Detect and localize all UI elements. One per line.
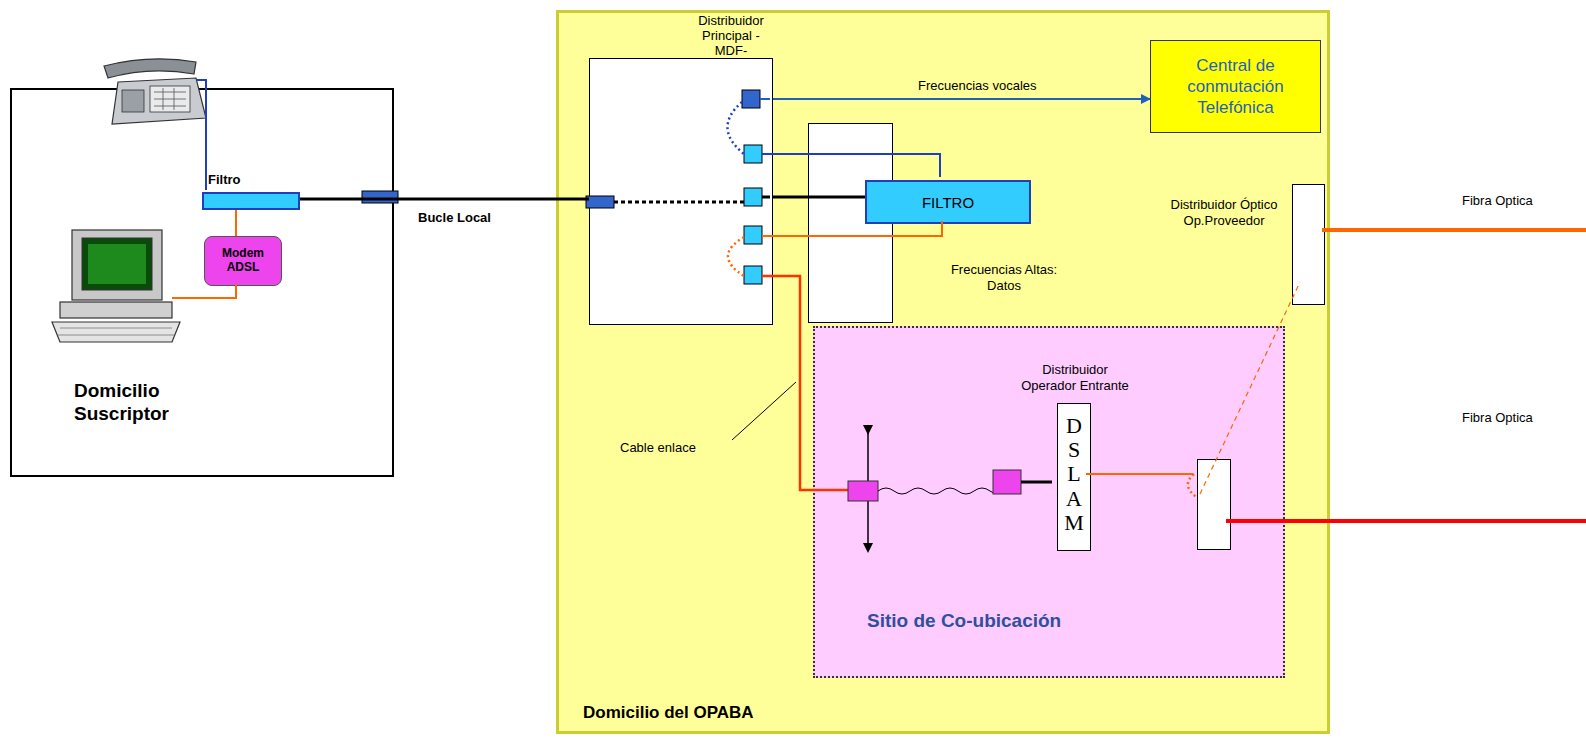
node-label: Modem ADSL <box>205 247 281 275</box>
node-label: Domicilio Suscriptor <box>74 380 194 426</box>
illustration <box>52 59 1586 548</box>
node-label: Distribuidor Óptico Op.Proveedor <box>1161 197 1287 228</box>
node-label: Distribuidor Operador Entrante <box>1014 362 1136 393</box>
switching-center: Central de conmutación Telefónica <box>1150 40 1321 133</box>
dslam: Distribuidor Operador EntranteDSLAM <box>1057 403 1091 551</box>
node-label: Filtro <box>208 172 241 187</box>
telephone-icon <box>104 59 206 124</box>
node-sublabel: DSLAM <box>1063 414 1085 550</box>
connector-label: Frecuencias vocales <box>918 78 1037 94</box>
connector <box>773 196 865 199</box>
connector <box>300 198 589 201</box>
computer-icon <box>52 230 180 342</box>
fibre-label: Fibra Optica <box>1462 193 1533 209</box>
node-label: Central de conmutación Telefónica <box>1155 55 1316 119</box>
connector <box>235 210 237 236</box>
central-filter: FILTRO <box>865 180 1031 224</box>
optical-distributor: Distribuidor Óptico Op.Proveedor <box>1292 184 1325 305</box>
node-label: Domicilio del OPABA <box>583 703 754 723</box>
fibre-distributor <box>1197 459 1231 550</box>
subscriber-premises: FiltroModem ADSL Domicilio Suscriptor <box>10 88 394 477</box>
signal-label: Frecuencias Altas: Datos <box>942 262 1066 293</box>
node-label: FILTRO <box>922 194 974 211</box>
operator-premises: Distribuidor Principal -MDF- Central de c… <box>556 10 1330 734</box>
adsl-modem: Modem ADSL <box>204 236 282 286</box>
fibre-label: Fibra Optica <box>1462 410 1533 426</box>
connector <box>773 98 1150 100</box>
splitter-filter: Filtro <box>202 192 300 210</box>
node-label: Distribuidor Principal -MDF- <box>686 14 776 59</box>
cable-label: Cable enlace <box>620 440 696 456</box>
colocation-site: Distribuidor Operador EntranteDSLAMSitio… <box>813 326 1285 678</box>
node-label: Sitio de Co-ubicación <box>867 610 1061 632</box>
connector-label: Bucle Local <box>418 210 491 226</box>
main-distribution-frame: Distribuidor Principal -MDF- <box>589 58 773 325</box>
